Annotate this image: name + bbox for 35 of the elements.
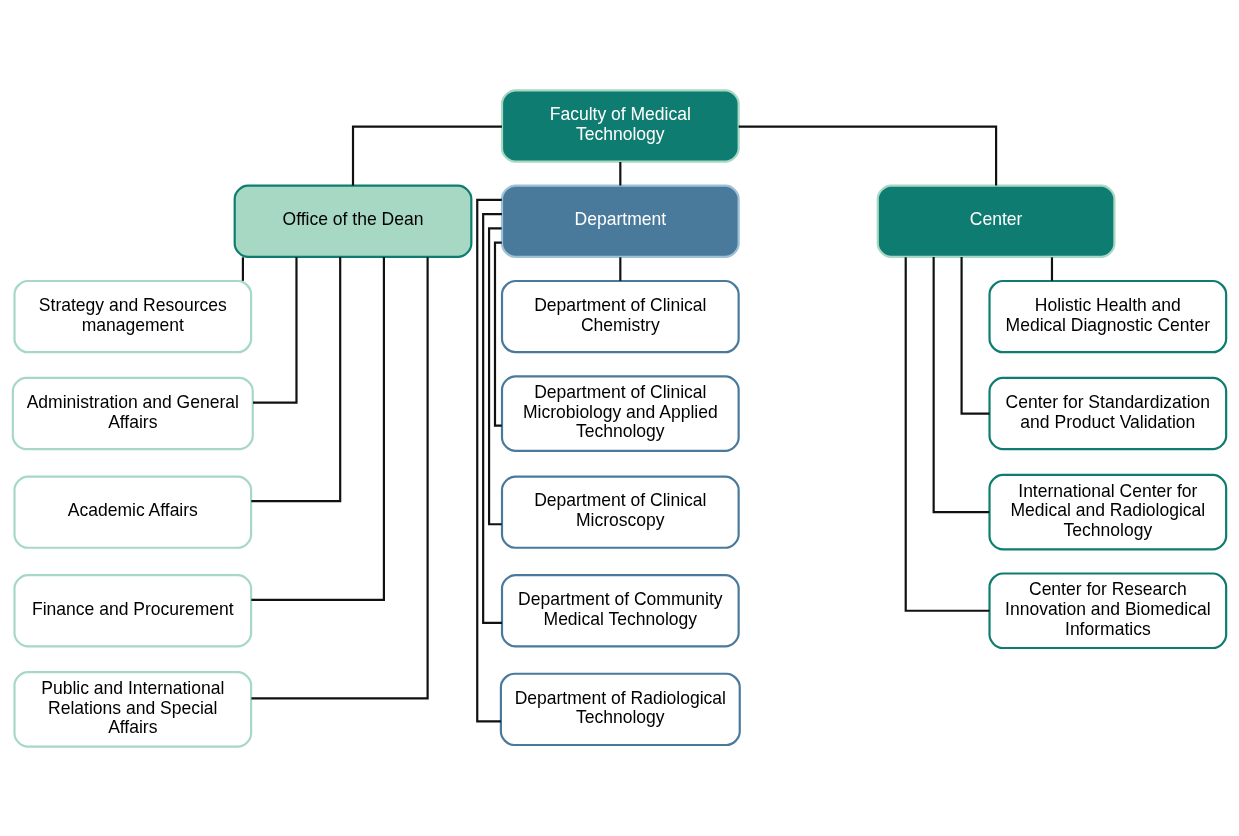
connector [251, 256, 342, 502]
node-box: Finance and Procurement [13, 573, 253, 647]
node-box: Center for Research Innovation and Biomedical Informatics [988, 571, 1228, 649]
connector [487, 226, 502, 525]
node-box: Office of the Dean [233, 184, 473, 258]
connector [251, 256, 429, 699]
connector [619, 161, 622, 186]
connector [253, 256, 298, 404]
connector [476, 198, 502, 722]
connector [493, 241, 502, 427]
connector [960, 256, 990, 415]
connector [241, 256, 244, 281]
node-box: Center [876, 184, 1116, 258]
connector [619, 256, 622, 281]
node-box: Center for Standardization and Product Validation [988, 376, 1228, 450]
connector [904, 256, 990, 612]
node-box: Academic Affairs [13, 474, 253, 549]
node-box: Department of Clinical Microbiology and Applied Technology [500, 374, 740, 452]
connector [738, 124, 998, 185]
node-box: International Center for Medical and Radiological Technology [988, 473, 1228, 550]
node-box: Faculty of Medical Technology [500, 88, 740, 163]
node-box: Administration and General Affairs [11, 376, 254, 450]
node-box: Public and International Relations and Special Affairs [13, 670, 253, 748]
connector [482, 212, 502, 624]
node-box: Department [500, 184, 740, 258]
node-box: Department of Community Medical Technology [500, 573, 740, 647]
connector [251, 256, 385, 601]
connector [351, 124, 502, 185]
node-box: Holistic Health and Medical Diagnostic Center [988, 279, 1228, 353]
connector [932, 256, 990, 513]
node-box: Department of Clinical Chemistry [500, 279, 740, 353]
node-box: Department of Radiological Technology [499, 672, 741, 746]
node-box: Strategy and Resources management [13, 279, 253, 353]
connector [1050, 256, 1054, 281]
node-box: Department of Clinical Microscopy [500, 474, 740, 549]
